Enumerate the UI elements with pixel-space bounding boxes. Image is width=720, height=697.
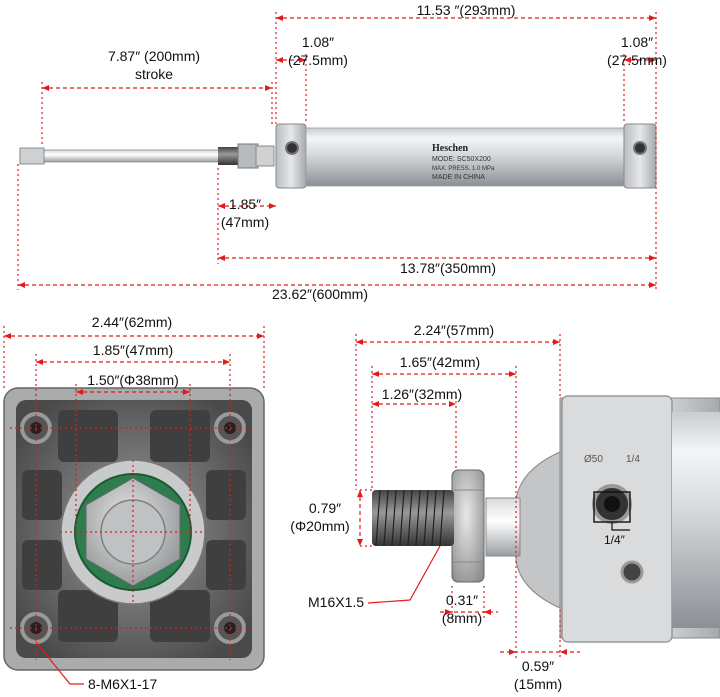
bolt-spacing-label: 1.85″(47mm) [92,342,174,358]
end-width-label: 2.44″(62mm) [91,314,173,330]
left-cap-length-inch: 1.08″ [301,34,335,50]
left-cap-length-mm: (27.5mm) [288,52,348,68]
rod-length-32-label: 1.26″(32mm) [381,386,463,402]
rod-nut [237,143,259,169]
rod-boss [515,451,561,609]
brand-plate-name: Heschen [432,143,469,154]
rear-port [633,141,647,155]
boss-length-mm: (15mm) [513,676,563,692]
rod-end [19,147,45,165]
side-view-cylinder [19,123,657,189]
overall-length-label: 11.53 ″(293mm) [416,2,516,18]
side-view-dimensions [17,12,657,290]
stroke-caption: stroke [134,66,174,82]
rod-diameter-mm: (Φ20mm) [290,518,350,534]
plate-model: MODE: SC50X200 [432,156,491,163]
rod-detail-dimensions [355,334,580,660]
nut-thickness-mm: (8mm) [441,610,483,626]
rod-thread [218,147,240,165]
nut-thickness-inch: 0.31″ [445,592,479,608]
rod-length-57-label: 2.24″(57mm) [413,322,495,338]
boss-length-inch: 0.59″ [521,658,555,674]
stroke-length-label: 7.87″ (200mm) [107,48,201,64]
port-size-label: 1/4″ [604,533,625,547]
rod-extension-inch: 1.85″ [228,196,262,212]
thread-spec-label: M16X1.5 [308,594,365,610]
plate-pressure: MAX. PRESS. 1.0 MPa [432,166,495,172]
plate-origin: MADE IN CHINA [432,174,485,181]
rear-end-cap [623,123,657,189]
end-view-cylinder [3,387,265,671]
rod-diameter-inch: 0.79″ [308,500,342,516]
right-cap-length-inch: 1.08″ [620,34,654,50]
thread-leader [367,545,441,604]
right-cap-length-mm: (27.5mm) [607,52,667,68]
port-mark-bore: Ø50 [584,454,603,465]
detail-nut [451,469,485,583]
piston-rod [19,149,231,163]
rod-extension-mm: (47mm) [220,214,270,230]
port-mark-size: 1/4 [626,454,640,465]
cylinder-tube [305,127,627,187]
detail-cushion-screw [620,560,644,584]
body-length-label: 13.78″(350mm) [400,260,496,276]
front-port [285,141,299,155]
thread-holes-leader [35,641,84,685]
front-end-cap [275,123,307,189]
full-length-label: 23.62″(600mm) [272,286,368,302]
end-view-dimensions [3,326,265,660]
thread-holes-label: 8-M6X1-17 [88,676,158,692]
rod-length-42-label: 1.65″(42mm) [399,354,481,370]
bore-diameter-label: 1.50″(Φ38mm) [87,372,179,388]
rod-detail-view [372,395,720,643]
